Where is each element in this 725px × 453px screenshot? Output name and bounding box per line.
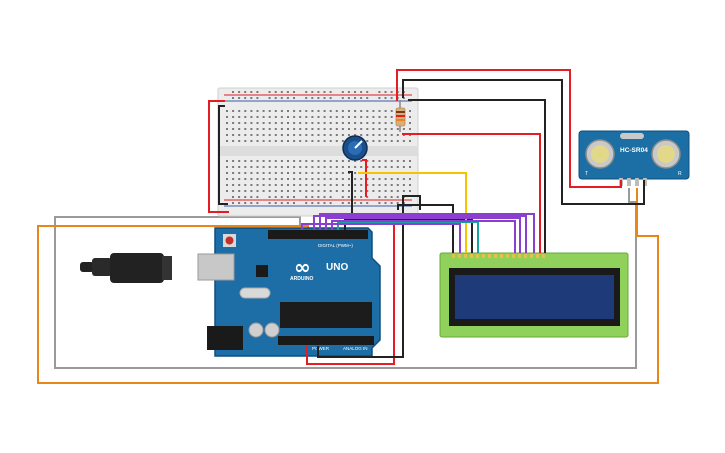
lcd-pin[interactable] <box>542 254 545 258</box>
lcd-pin[interactable] <box>530 254 533 258</box>
wire-yellow <box>358 172 467 253</box>
breadboard-holes <box>226 91 411 204</box>
lcd-pin[interactable] <box>452 254 455 258</box>
resistor[interactable] <box>395 100 406 132</box>
lcd-pin[interactable] <box>476 254 479 258</box>
breadboard[interactable] <box>217 87 419 217</box>
wire-purple-group <box>301 213 535 253</box>
lcd-pin[interactable] <box>458 254 461 258</box>
sensor-transmit-mark: T <box>585 171 588 177</box>
analog-header-label: ANALOG IN <box>343 346 368 351</box>
lcd-pin[interactable] <box>524 254 527 258</box>
sensor-pin-echo[interactable] <box>635 178 639 186</box>
sensor-receive-mark: R <box>678 171 682 177</box>
sensor-pin-trig[interactable] <box>627 178 631 186</box>
arduino-uno-board[interactable]: ∞ ARDUINO UNO DIGITAL (PWM~) POWER ANALO… <box>80 227 381 357</box>
wire-orange-loop <box>37 188 659 384</box>
lcd-pin-header <box>452 254 545 258</box>
digital-header-label: DIGITAL (PWM~) <box>318 243 353 248</box>
lcd-pin[interactable] <box>470 254 473 258</box>
lcd-pin[interactable] <box>536 254 539 258</box>
svg-text:∞: ∞ <box>294 255 311 279</box>
lcd-pin[interactable] <box>506 254 509 258</box>
lcd-pin[interactable] <box>464 254 467 258</box>
arduino-brand-label: ARDUINO <box>290 276 313 282</box>
wire-gray-loop <box>54 188 637 369</box>
lcd-16x2[interactable] <box>439 252 629 338</box>
lcd-pin[interactable] <box>488 254 491 258</box>
hc-sr04-sensor[interactable]: HC-SR04 T R <box>578 130 690 186</box>
usb-cable <box>80 253 172 283</box>
lcd-pin[interactable] <box>518 254 521 258</box>
power-header-label: POWER <box>312 346 330 351</box>
lcd-pin[interactable] <box>494 254 497 258</box>
lcd-pin[interactable] <box>500 254 503 258</box>
wire-red-group <box>208 69 622 365</box>
arduino-logo: ∞ <box>294 255 311 279</box>
lcd-pin[interactable] <box>512 254 515 258</box>
arduino-model-label: UNO <box>326 262 348 273</box>
lcd-pin[interactable] <box>482 254 485 258</box>
sensor-model-label: HC-SR04 <box>620 147 648 154</box>
potentiometer[interactable] <box>342 135 368 161</box>
